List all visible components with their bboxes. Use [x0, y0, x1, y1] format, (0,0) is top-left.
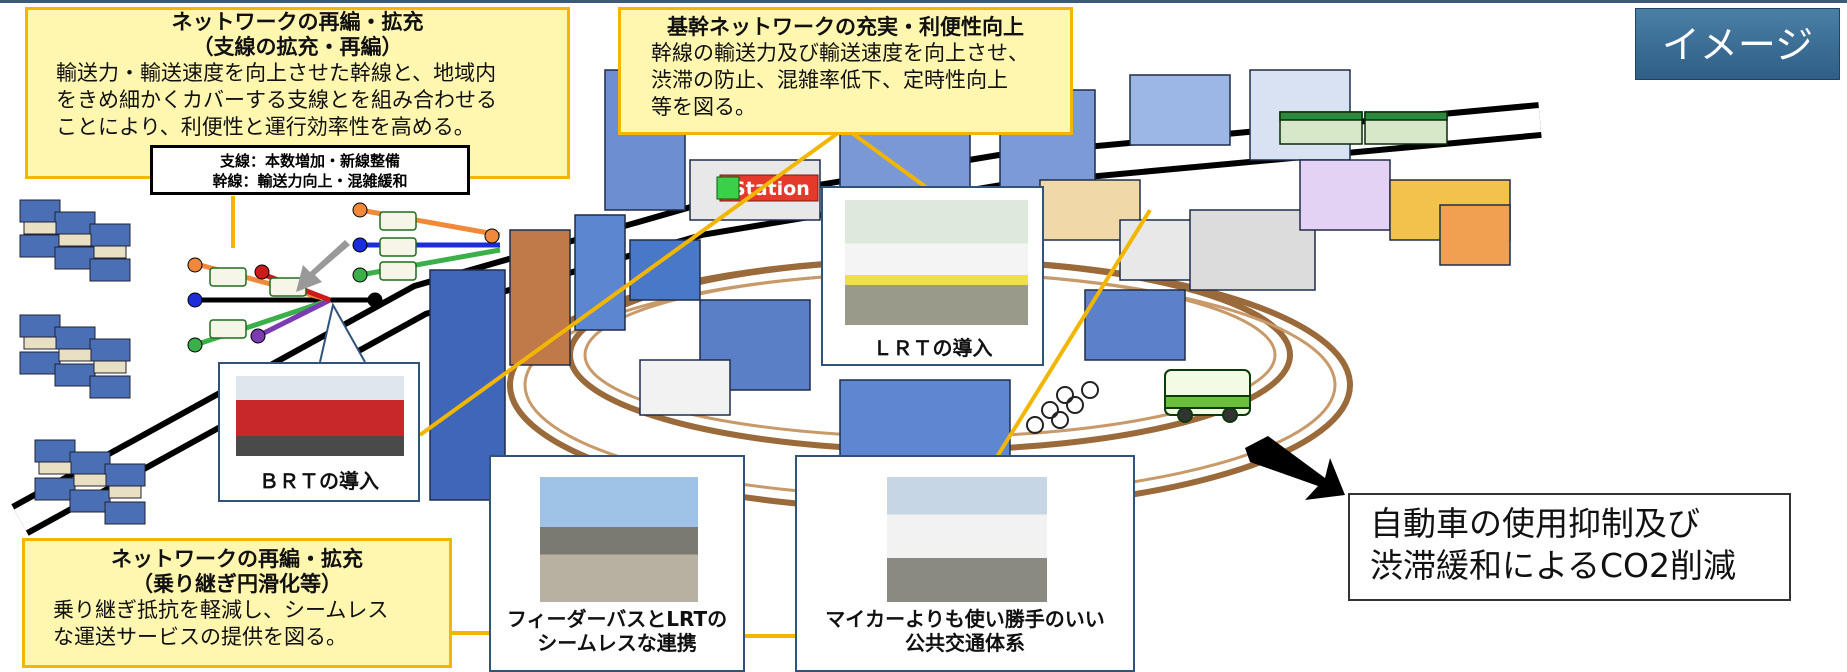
lrt-caption: ＬＲＴの導入 — [872, 336, 993, 360]
feeder-caption-line1: フィーダーバスとLRTの — [506, 607, 728, 631]
result-line2: 渋滞緩和によるCO2削減 — [1370, 546, 1737, 585]
image-tag: イメージ — [1635, 8, 1840, 80]
network-branch-body-line1: 輸送力・輸送速度を向上させた幹線と、地域内 — [56, 61, 497, 85]
public-bus-photo — [887, 477, 1047, 602]
trunk-network-box: 基幹ネットワークの充実・利便性向上 幹線の輸送力及び輸送速度を向上させ、 渋滞の… — [618, 7, 1073, 135]
network-transfer-body-line1: 乗り継ぎ抵抗を軽減し、シームレス — [53, 598, 389, 622]
feeder-caption-line2: シームレスな連携 — [537, 631, 697, 655]
network-branch-title-line1: ネットワークの再編・拡充 — [171, 10, 424, 34]
network-transfer-body-line2: な運送サービスの提供を図る。 — [53, 625, 347, 649]
result-line1: 自動車の使用抑制及び — [1370, 504, 1700, 543]
public-transit-card: マイカーよりも使い勝手のいい 公共交通体系 — [795, 455, 1135, 672]
co2-reduction-result: 自動車の使用抑制及び 渋滞緩和によるCO2削減 — [1348, 493, 1791, 601]
bus-icon — [1164, 369, 1251, 423]
feeder-bus-lrt-photo — [540, 477, 698, 602]
callout-connectors — [231, 126, 1152, 638]
trunk-network-body-line3: 等を図る。 — [651, 95, 756, 119]
network-branch-body-line2: をきめ細かくカバーする支線とを組み合わせる — [56, 88, 497, 112]
public-transit-caption-line1: マイカーよりも使い勝手のいい — [825, 607, 1105, 631]
network-transfer-title-line1: ネットワークの再編・拡充 — [111, 547, 363, 571]
train-cars — [1279, 111, 1448, 145]
branch-network-diagram — [187, 202, 501, 353]
station-sign: Station — [716, 174, 819, 202]
city-buildings — [429, 69, 1511, 501]
result-arrow-icon — [1245, 436, 1345, 500]
brt-bus-photo — [236, 376, 404, 456]
bicycles-icon — [1026, 381, 1099, 434]
trunk-network-body-line1: 幹線の輸送力及び輸送速度を向上させ、 — [651, 41, 1029, 65]
feeder-lrt-card: フィーダーバスとLRTの シームレスな連携 — [489, 455, 745, 672]
network-branch-title-line2: （支線の拡充・再編） — [192, 35, 403, 59]
brt-card: ＢＲＴの導入 — [218, 362, 420, 502]
legend-line-branch: 支線：本数増加・新線整備 — [219, 152, 400, 170]
lrt-tram-photo — [845, 200, 1028, 325]
brt-card-pointer — [319, 302, 366, 363]
public-transit-caption-line2: 公共交通体系 — [905, 631, 1025, 655]
network-transfer-title-line2: （乗り継ぎ円滑化等） — [132, 572, 342, 596]
lrt-card: ＬＲＴの導入 — [821, 186, 1044, 366]
branch-trunk-legend: 支線：本数増加・新線整備 幹線：輸送力向上・混雑緩和 — [150, 145, 470, 195]
residential-houses — [19, 199, 146, 525]
trunk-network-title: 基幹ネットワークの充実・利便性向上 — [667, 15, 1024, 39]
brt-caption: ＢＲＴの導入 — [259, 469, 379, 493]
network-branch-body-line3: ことにより、利便性と運行効率性を高める。 — [56, 115, 475, 139]
trunk-network-body-line2: 渋滞の防止、混雑率低下、定時性向上 — [651, 68, 1008, 92]
top-border — [0, 0, 1847, 3]
legend-line-trunk: 幹線：輸送力向上・混雑緩和 — [212, 172, 408, 190]
network-transfer-box: ネットワークの再編・拡充 （乗り継ぎ円滑化等） 乗り継ぎ抵抗を軽減し、シームレス… — [22, 538, 452, 668]
